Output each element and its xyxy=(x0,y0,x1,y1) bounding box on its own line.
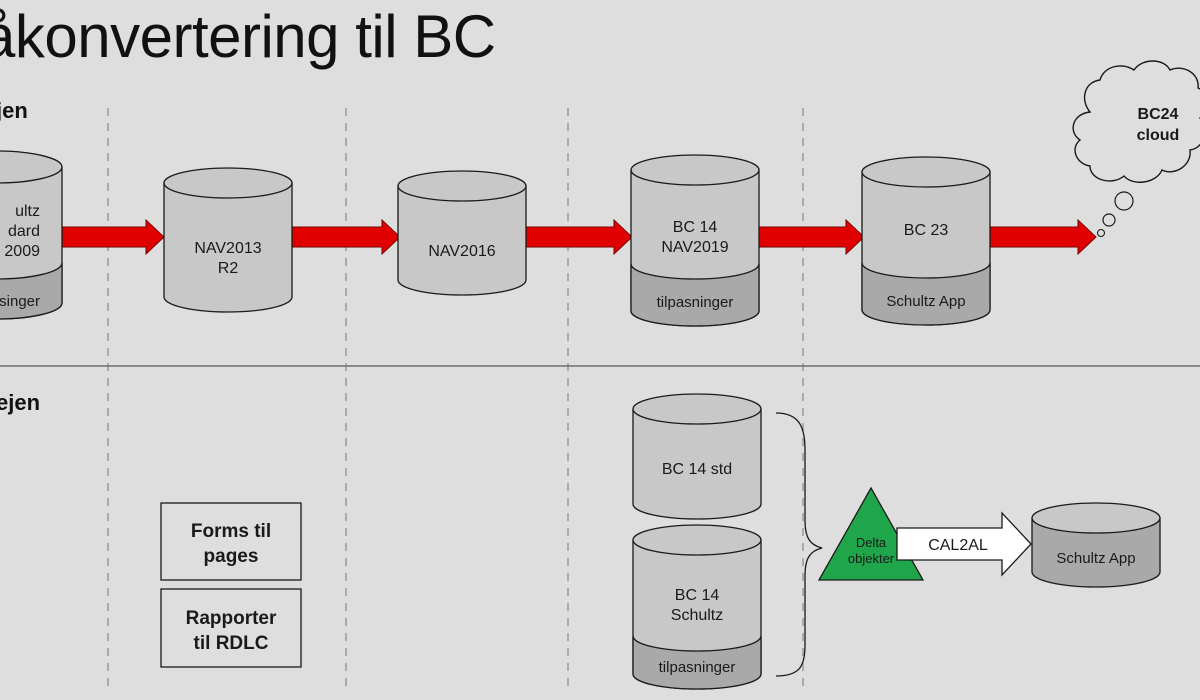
cylinder-bc14-std: BC 14 std xyxy=(632,393,762,520)
cylinder-bc23: BC 23 Schultz App xyxy=(861,156,991,326)
cylinder-nav2016: NAV2016 xyxy=(397,170,527,296)
section-label-bottom: ejen xyxy=(0,390,41,415)
cylinder-label: NAV2016 xyxy=(428,243,495,260)
arrow-4 xyxy=(757,218,865,256)
arrow-1 xyxy=(61,218,165,256)
cylinder-label: Schultz App xyxy=(1056,550,1135,567)
cylinder-band-label: Schultz App xyxy=(886,293,965,310)
arrow-2 xyxy=(291,218,401,256)
arrow-3 xyxy=(525,218,633,256)
cylinder-band-label: tilpasninger xyxy=(659,659,736,676)
arrow-label: CAL2AL xyxy=(928,537,988,554)
cylinder-band-label: singer xyxy=(0,293,40,310)
section-label-top: jen xyxy=(0,98,28,123)
page-title: åkonvertering til BC xyxy=(0,3,496,70)
cylinder-band-label: tilpasninger xyxy=(657,294,734,311)
cylinder-schultz-app: Schultz App xyxy=(1031,502,1161,588)
arrow-cal2al: CAL2AL xyxy=(896,511,1032,577)
arrow-5 xyxy=(989,218,1097,256)
cylinder-label: BC 14 std xyxy=(662,461,732,478)
cylinder-label: BC 23 xyxy=(904,222,949,239)
curly-brace xyxy=(775,412,823,677)
